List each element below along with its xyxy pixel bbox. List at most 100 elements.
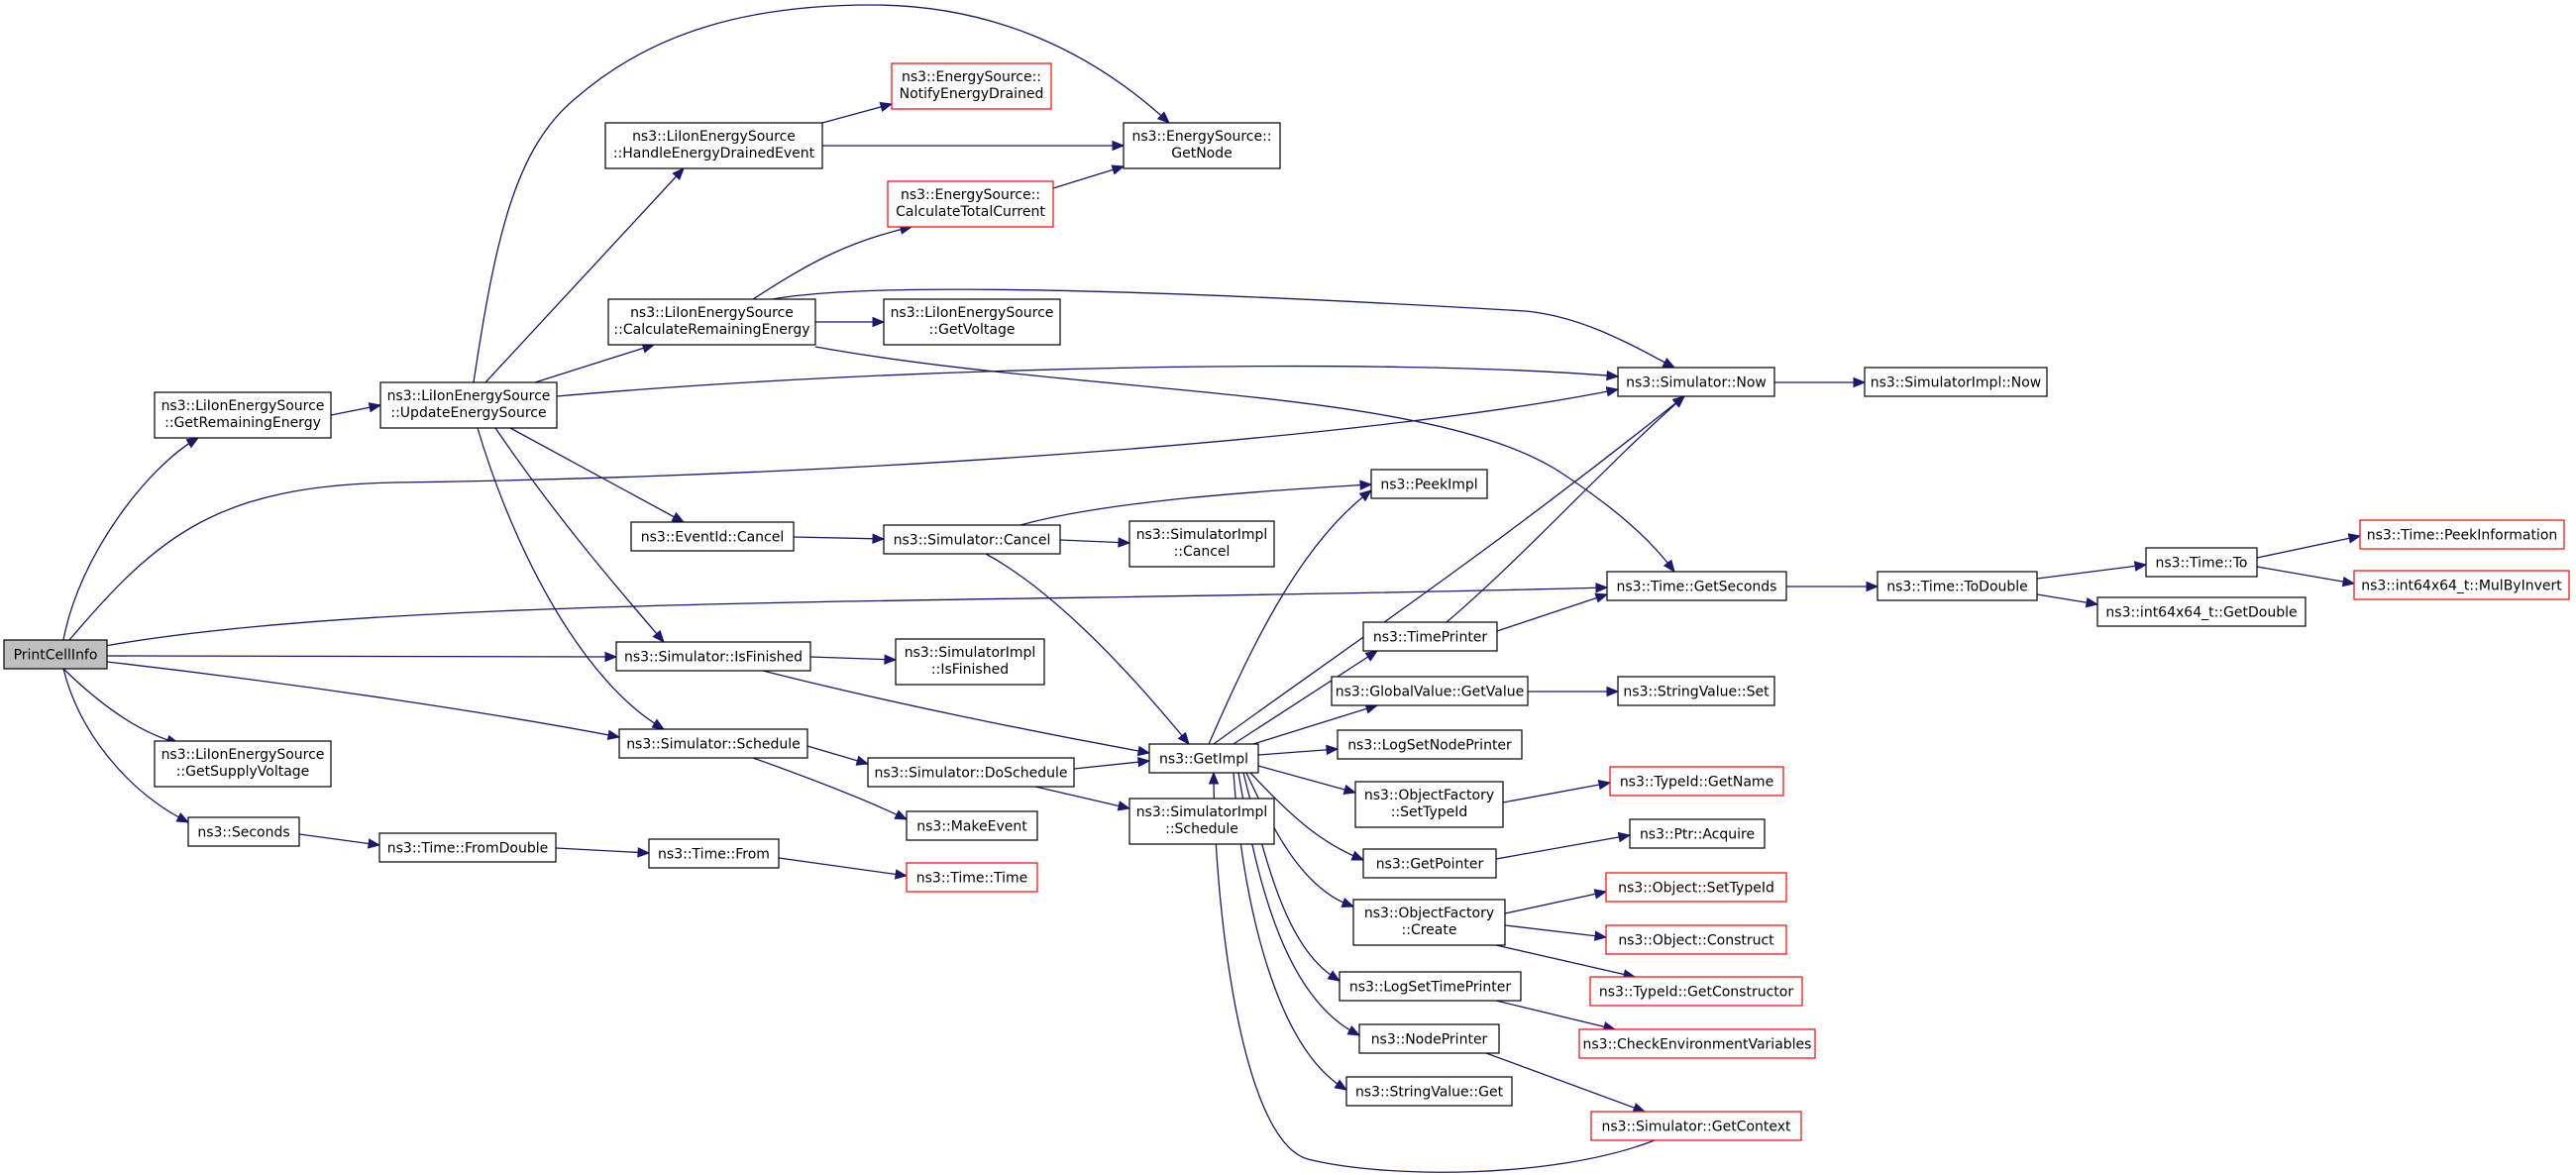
node-label: ns3::TypeId::GetConstructor — [1599, 985, 1793, 1001]
node-handleenergydrainedevent[interactable]: ns3::LiIonEnergySource::HandleEnergyDrai… — [604, 122, 823, 169]
node-globalvalue-getvalue[interactable]: ns3::GlobalValue::GetValue — [1331, 676, 1529, 706]
node-seconds[interactable]: ns3::Seconds — [187, 816, 300, 847]
edge-time_getseconds-to-time_todouble — [1786, 581, 1879, 592]
edge-updateenergysource-to-calculateremainingenergy — [534, 343, 656, 383]
node-label: GetNode — [1171, 146, 1233, 161]
node-getnode[interactable]: ns3::EnergySource::GetNode — [1123, 122, 1281, 169]
node-stringvalue-set[interactable]: ns3::StringValue::Set — [1617, 676, 1775, 706]
edge-calculatetotalcurrent-to-getnode — [1052, 164, 1126, 189]
node-label: ns3::Object::SetTypeId — [1618, 881, 1774, 897]
node-label: CalculateTotalCurrent — [896, 204, 1045, 220]
node-label: ns3::LiIonEnergySource — [630, 305, 794, 321]
edge-getimpl-to-logsetnodeprinter — [1257, 744, 1340, 756]
node-getsupplyvoltage[interactable]: ns3::LiIonEnergySource::GetSupplyVoltage — [154, 740, 332, 788]
node-typeid-getname[interactable]: ns3::TypeId::GetName — [1609, 766, 1784, 797]
edge-timeprinter-to-time_getseconds — [1496, 592, 1609, 632]
node-getimpl[interactable]: ns3::GetImpl — [1148, 743, 1259, 774]
edge-simulator_doschedule-to-getimpl — [1073, 757, 1151, 770]
node-nodeprinter[interactable]: ns3::NodePrinter — [1358, 1023, 1500, 1054]
node-simulatorimpl-now[interactable]: ns3::SimulatorImpl::Now — [1864, 367, 2048, 397]
edge-objectfactory_create-to-object_construct — [1504, 924, 1608, 941]
node-logsettimeprinter[interactable]: ns3::LogSetTimePrinter — [1339, 971, 1522, 1002]
node-simulator-isfinished[interactable]: ns3::Simulator::IsFinished — [615, 641, 811, 672]
node-getvoltage[interactable]: ns3::LiIonEnergySource::GetVoltage — [883, 298, 1061, 346]
edge-printcellinfo-to-getremainingenergy — [62, 437, 200, 641]
node-simulator-getcontext[interactable]: ns3::Simulator::GetContext — [1590, 1111, 1802, 1141]
node-label: ns3::EnergySource:: — [1131, 129, 1271, 145]
node-label: ns3::TimePrinter — [1373, 630, 1488, 646]
node-timeprinter[interactable]: ns3::TimePrinter — [1362, 621, 1498, 652]
node-label: ns3::Seconds — [197, 825, 289, 841]
node-simulator-now[interactable]: ns3::Simulator::Now — [1617, 367, 1775, 397]
node-logsetnodeprinter[interactable]: ns3::LogSetNodePrinter — [1337, 729, 1523, 760]
node-label: ns3::int64x64_t::GetDouble — [2105, 605, 2297, 621]
node-label: ns3::Simulator::IsFinished — [624, 650, 803, 666]
node-simulator-cancel[interactable]: ns3::Simulator::Cancel — [883, 524, 1061, 555]
node-label: ::UpdateEnergySource — [390, 405, 546, 421]
node-label: ns3::Time::From — [658, 847, 770, 863]
edge-getpointer-to-ptr_acquire — [1495, 831, 1632, 860]
edge-updateenergysource-to-eventid_cancel — [509, 427, 686, 523]
node-simulatorimpl-cancel[interactable]: ns3::SimulatorImpl::Cancel — [1128, 520, 1275, 568]
node-time-getseconds[interactable]: ns3::Time::GetSeconds — [1606, 571, 1787, 601]
node-simulatorimpl-isfinished[interactable]: ns3::SimulatorImpl::IsFinished — [895, 638, 1045, 686]
edge-updateenergysource-to-simulator_now — [556, 365, 1620, 397]
node-time-todouble[interactable]: ns3::Time::ToDouble — [1877, 571, 2038, 601]
edge-calculateremainingenergy-to-calculatetotalcurrent — [752, 224, 913, 300]
node-printcellinfo[interactable]: PrintCellInfo — [3, 639, 108, 670]
edge-simulator_isfinished-to-simulatorimpl_isfinished — [809, 654, 898, 665]
edge-objectfactory_create-to-object_settypeid — [1504, 889, 1608, 914]
node-ptr-acquire[interactable]: ns3::Ptr::Acquire — [1629, 818, 1766, 849]
node-label: ns3::Time::PeekInformation — [2367, 528, 2558, 544]
node-label: ::Create — [1402, 922, 1457, 938]
node-time-fromdouble[interactable]: ns3::Time::FromDouble — [378, 832, 557, 863]
node-peekimpl[interactable]: ns3::PeekImpl — [1370, 469, 1488, 499]
node-time-to[interactable]: ns3::Time::To — [2145, 547, 2258, 578]
node-simulator-doschedule[interactable]: ns3::Simulator::DoSchedule — [867, 757, 1075, 788]
node-label: ns3::Time::To — [2156, 556, 2248, 572]
edge-handleenergydrainedevent-to-notifyenergydrained — [821, 101, 894, 124]
node-simulator-schedule[interactable]: ns3::Simulator::Schedule — [618, 728, 808, 759]
node-stringvalue-get[interactable]: ns3::StringValue::Get — [1345, 1076, 1513, 1107]
node-label: ns3::Simulator::Now — [1626, 375, 1767, 391]
node-time-time[interactable]: ns3::Time::Time — [906, 862, 1038, 893]
node-label: ::HandleEnergyDrainedEvent — [613, 146, 815, 161]
edge-updateenergysource-to-handleenergydrainedevent — [484, 167, 685, 383]
node-int64x64-getdouble[interactable]: ns3::int64x64_t::GetDouble — [2096, 596, 2307, 627]
node-object-construct[interactable]: ns3::Object::Construct — [1605, 924, 1787, 955]
node-label: ns3::EventId::Cancel — [641, 530, 785, 546]
edge-printcellinfo-to-simulator_now — [68, 386, 1620, 641]
node-calculatetotalcurrent[interactable]: ns3::EnergySource::CalculateTotalCurrent — [887, 180, 1054, 228]
node-typeid-getconstructor[interactable]: ns3::TypeId::GetConstructor — [1589, 976, 1803, 1007]
edge-simulator_cancel-to-peekimpl — [1020, 480, 1373, 526]
edge-simulator_isfinished-to-getimpl — [762, 670, 1151, 757]
node-label: ns3::EnergySource:: — [901, 187, 1040, 203]
node-getpointer[interactable]: ns3::GetPointer — [1362, 848, 1497, 879]
edge-globalvalue_getvalue-to-stringvalue_set — [1528, 686, 1620, 697]
node-simulatorimpl-schedule[interactable]: ns3::SimulatorImpl::Schedule — [1128, 798, 1275, 845]
node-checkenvironmentvariables[interactable]: ns3::CheckEnvironmentVariables — [1578, 1028, 1816, 1059]
node-notifyenergydrained[interactable]: ns3::EnergySource::NotifyEnergyDrained — [891, 62, 1052, 110]
node-getremainingenergy[interactable]: ns3::LiIonEnergySource::GetRemainingEner… — [154, 391, 332, 439]
node-objectfactory-settypeid[interactable]: ns3::ObjectFactory::SetTypeId — [1354, 781, 1504, 828]
node-time-peekinformation[interactable]: ns3::Time::PeekInformation — [2359, 519, 2565, 550]
node-label: ::GetVoltage — [929, 322, 1016, 338]
node-label: ns3::Object::Construct — [1618, 933, 1774, 949]
node-label: ns3::LogSetNodePrinter — [1347, 738, 1512, 754]
node-object-settypeid[interactable]: ns3::Object::SetTypeId — [1605, 872, 1787, 903]
node-label: ns3::Simulator::Cancel — [894, 533, 1051, 549]
edge-getimpl-to-objectfactory_create — [1245, 772, 1355, 908]
node-label: ::Schedule — [1165, 821, 1238, 837]
node-label: ns3::PeekImpl — [1380, 478, 1477, 493]
edge-time_todouble-to-time_to — [2036, 561, 2148, 580]
edge-calculateremainingenergy-to-simulator_now — [772, 288, 1676, 369]
edge-updateenergysource-to-simulator_isfinished — [494, 427, 665, 644]
node-makeevent[interactable]: ns3::MakeEvent — [906, 810, 1038, 841]
node-eventid-cancel[interactable]: ns3::EventId::Cancel — [630, 521, 795, 552]
node-int64x64-mulbyinvert[interactable]: ns3::int64x64_t::MulByInvert — [2353, 570, 2570, 600]
node-updateenergysource[interactable]: ns3::LiIonEnergySource::UpdateEnergySour… — [379, 381, 558, 429]
node-time-from[interactable]: ns3::Time::From — [648, 838, 780, 869]
node-objectfactory-create[interactable]: ns3::ObjectFactory::Create — [1352, 899, 1506, 946]
node-calculateremainingenergy[interactable]: ns3::LiIonEnergySource::CalculateRemaini… — [607, 298, 816, 346]
